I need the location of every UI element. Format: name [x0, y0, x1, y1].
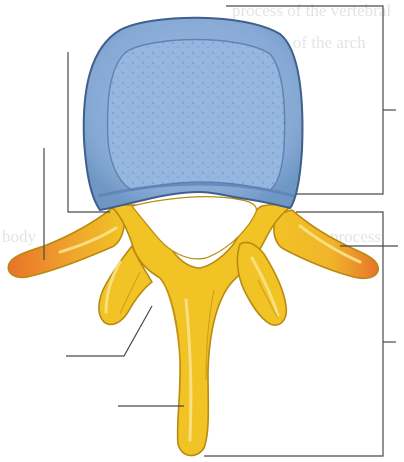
vertebral-body-cancellous-bone: [108, 40, 285, 191]
right-articular-process: [237, 242, 286, 325]
background-text-line: process of the vertebral: [232, 1, 391, 20]
background-text-line: body: [2, 227, 37, 246]
vertebral-body: [84, 18, 303, 210]
